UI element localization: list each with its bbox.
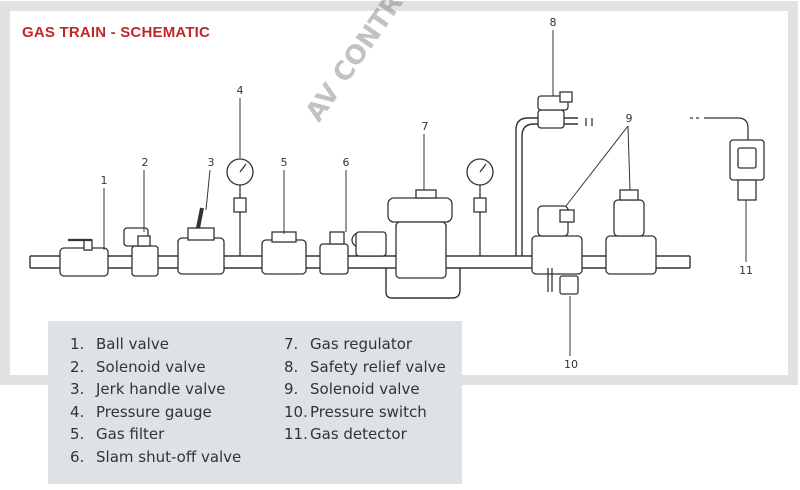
solenoid-valve-small-icon: [123, 227, 159, 277]
callout-11: 11: [739, 264, 753, 277]
slam-shut-off-valve-icon: [319, 231, 387, 275]
gas-detector-icon: [690, 117, 765, 201]
legend-item: 7.Gas regulator: [284, 335, 413, 353]
legend-item: 8.Safety relief valve: [284, 357, 446, 376]
safety-relief-valve-icon: [537, 91, 593, 129]
legend-item: 5.Gas filter: [70, 425, 165, 444]
pressure-switch-icon: [547, 268, 579, 295]
legend-panel: [48, 321, 462, 484]
diagram-title: GAS TRAIN - SCHEMATIC: [22, 24, 211, 41]
callout-2: 2: [142, 156, 149, 169]
ball-valve-icon: [59, 238, 109, 277]
callout-labels: 1 2 3 4 5 6 7 8 9 10 11: [101, 16, 754, 371]
legend-item: 1.Ball valve: [70, 335, 169, 353]
legend-right-column: 7.Gas regulator 8.Safety relief valve 9.…: [284, 333, 446, 446]
legend-left-column: 1.Ball valve 2.Solenoid valve 3.Jerk han…: [70, 333, 241, 469]
solenoid-valve-right-icon: [605, 189, 657, 275]
callout-1: 1: [101, 174, 108, 187]
callout-5: 5: [281, 156, 288, 169]
callout-6: 6: [343, 156, 350, 169]
jerk-handle-valve-icon: [177, 207, 225, 275]
pipeline: [29, 117, 691, 299]
legend-item: 2.Solenoid valve: [70, 357, 206, 376]
callout-9: 9: [626, 112, 633, 125]
callout-3: 3: [208, 156, 215, 169]
gas-filter-icon: [261, 231, 307, 275]
callout-leaders: [103, 30, 747, 356]
gas-regulator-icon: [387, 158, 494, 279]
pressure-gauge-icon: [226, 158, 254, 256]
legend-item: 11.Gas detector: [284, 425, 407, 444]
callout-4: 4: [237, 84, 244, 97]
callout-8: 8: [550, 16, 557, 29]
callout-10: 10: [564, 358, 578, 371]
legend-item: 6.Slam shut-off valve: [70, 447, 242, 466]
legend-item: 4.Pressure gauge: [70, 402, 212, 421]
legend-item: 3.Jerk handle valve: [70, 380, 226, 399]
legend-item: 10.Pressure switch: [284, 402, 427, 421]
legend-item: 9.Solenoid valve: [284, 380, 420, 399]
callout-7: 7: [422, 120, 429, 133]
solenoid-valve-left-icon: [531, 205, 583, 275]
